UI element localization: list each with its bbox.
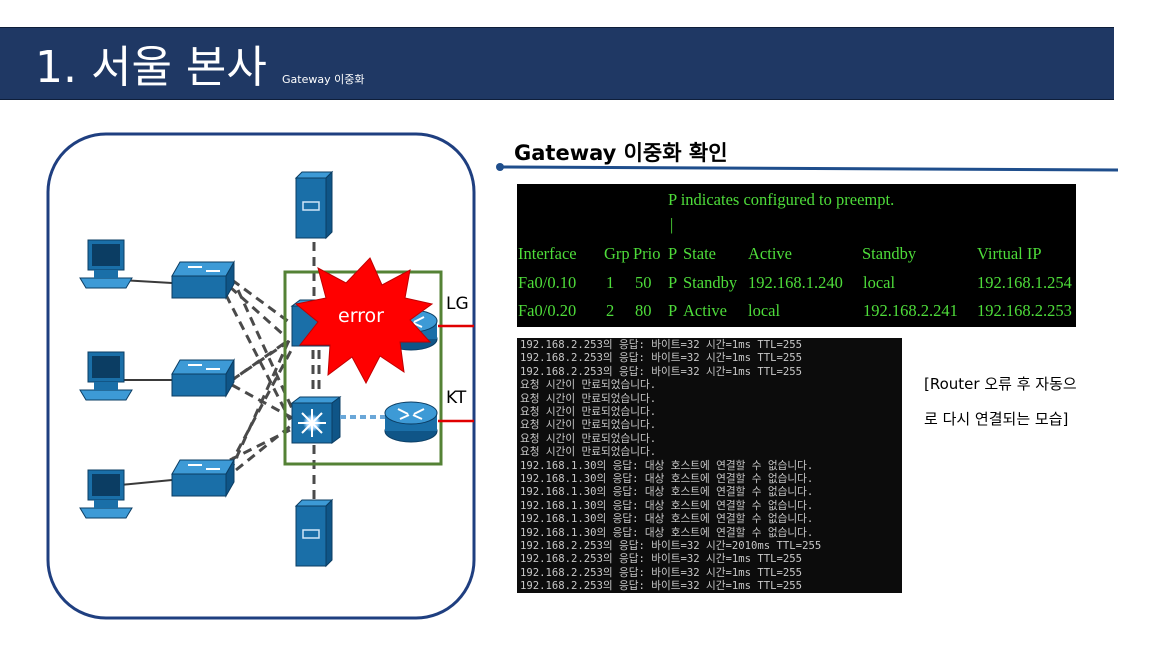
l3-switch-icon xyxy=(290,396,342,444)
ping-line: 192.168.1.30의 응답: 대상 호스트에 연결할 수 없습니다. xyxy=(520,499,814,512)
hsrp-cell: local xyxy=(748,301,781,320)
server-links xyxy=(311,242,321,505)
error-label: error xyxy=(338,305,384,327)
pc-icon xyxy=(79,469,133,519)
ping-line: 요청 시간이 만료되었습니다. xyxy=(520,379,657,392)
hsrp-header: Virtual IP xyxy=(977,244,1042,263)
hsrp-header: Interface xyxy=(518,244,577,263)
pc-icon xyxy=(79,351,133,401)
isp-links xyxy=(438,324,474,423)
ping-line: 192.168.2.253의 응답: 바이트=32 시간=1ms TTL=255 xyxy=(520,352,803,365)
hsrp-header: State xyxy=(683,244,716,263)
isp-kt-label: KT xyxy=(446,388,467,408)
hsrp-header: Grp xyxy=(604,244,630,263)
router-icon xyxy=(384,401,438,443)
slide-title: 1. 서울 본사 xyxy=(35,42,267,93)
site-frame xyxy=(46,132,476,620)
hsrp-note: P indicates configured to preempt. xyxy=(668,190,895,209)
hsrp-cell: Fa0/0.10 xyxy=(518,273,577,292)
ping-line: 요청 시간이 만료되었습니다. xyxy=(520,392,657,405)
hsrp-header: Active xyxy=(748,244,792,263)
switch-icon xyxy=(171,260,235,300)
hsrp-terminal: P indicates configured to preempt. | Int… xyxy=(517,184,1076,327)
hsrp-cell: P xyxy=(668,301,678,320)
pc-icon xyxy=(79,239,133,289)
pc-links xyxy=(119,279,173,486)
hsrp-cell: P xyxy=(668,273,678,292)
hsrp-cell: 1 xyxy=(606,273,615,292)
hsrp-cell: Active xyxy=(683,301,727,320)
isp-lg-label: LG xyxy=(446,294,469,314)
hsrp-cell: 192.168.1.254 xyxy=(977,273,1072,292)
ping-line: 요청 시간이 만료되었습니다. xyxy=(520,419,657,432)
ping-line: 192.168.1.30의 응답: 대상 호스트에 연결할 수 없습니다. xyxy=(520,486,814,499)
hsrp-header: Standby xyxy=(862,244,917,263)
server-icon xyxy=(294,170,334,240)
hsrp-cell: 192.168.1.240 xyxy=(748,273,843,292)
ping-line: 192.168.1.30의 응답: 대상 호스트에 연결할 수 없습니다. xyxy=(520,459,814,472)
ping-line: 192.168.2.253의 응답: 바이트=32 시간=1ms TTL=255 xyxy=(520,365,803,378)
hsrp-cell: 192.168.2.253 xyxy=(977,301,1072,320)
hsrp-cell: 2 xyxy=(606,301,615,320)
error-burst-icon xyxy=(294,257,434,385)
hsrp-cell: Fa0/0.20 xyxy=(518,301,577,320)
access-links xyxy=(224,278,304,473)
server-icon xyxy=(294,498,334,568)
slide-subtitle: Gateway 이중화 xyxy=(282,73,365,86)
ping-line: 192.168.1.30의 응답: 대상 호스트에 연결할 수 없습니다. xyxy=(520,526,814,539)
ping-line: 192.168.2.253의 응답: 바이트=32 시간=2010ms TTL=… xyxy=(520,540,822,552)
header-bar: 1. 서울 본사 Gateway 이중화 xyxy=(0,27,1114,100)
ping-line: 192.168.2.253의 응답: 바이트=32 시간=1ms TTL=255 xyxy=(520,339,803,351)
caption: [Router 오류 후 자동으 로 다시 연결되는 모습] xyxy=(924,367,1124,437)
ping-line: 192.168.1.30의 응답: 대상 호스트에 연결할 수 없습니다. xyxy=(520,473,814,485)
hsrp-header: P xyxy=(668,244,678,263)
caption-line-1: [Router 오류 후 자동으 xyxy=(924,375,1077,393)
ping-line: 요청 시간이 만료되었습니다. xyxy=(520,406,657,418)
switch-icon xyxy=(171,458,235,498)
hsrp-cell: 192.168.2.241 xyxy=(863,301,958,320)
hsrp-cell: local xyxy=(863,273,896,292)
hsrp-header: Prio xyxy=(633,244,661,263)
switch-icon xyxy=(171,358,235,398)
section-title: Gateway 이중화 확인 xyxy=(514,141,728,165)
hsrp-cell: 50 xyxy=(635,273,652,292)
caption-line-2: 로 다시 연결되는 모습] xyxy=(924,410,1069,428)
ping-line: 192.168.2.253의 응답: 바이트=32 시간=1ms TTL=255 xyxy=(520,553,803,566)
section-underline xyxy=(496,163,1119,172)
hsrp-cell: Standby xyxy=(683,273,738,292)
ping-terminal: 192.168.2.253의 응답: 바이트=32 시간=1ms TTL=255… xyxy=(517,338,902,593)
ping-line: 192.168.2.253의 응답: 바이트=32 시간=1ms TTL=255 xyxy=(520,566,803,579)
ping-line: 요청 시간이 만료되었습니다. xyxy=(520,446,657,459)
ping-line: 192.168.1.30의 응답: 대상 호스트에 연결할 수 없습니다. xyxy=(520,513,814,526)
hsrp-cell: 80 xyxy=(635,301,652,320)
ping-line: 192.168.2.253의 응답: 바이트=32 시간=1ms TTL=255 xyxy=(520,580,803,593)
hsrp-bar: | xyxy=(670,215,674,234)
ping-line: 요청 시간이 만료되었습니다. xyxy=(520,432,657,445)
